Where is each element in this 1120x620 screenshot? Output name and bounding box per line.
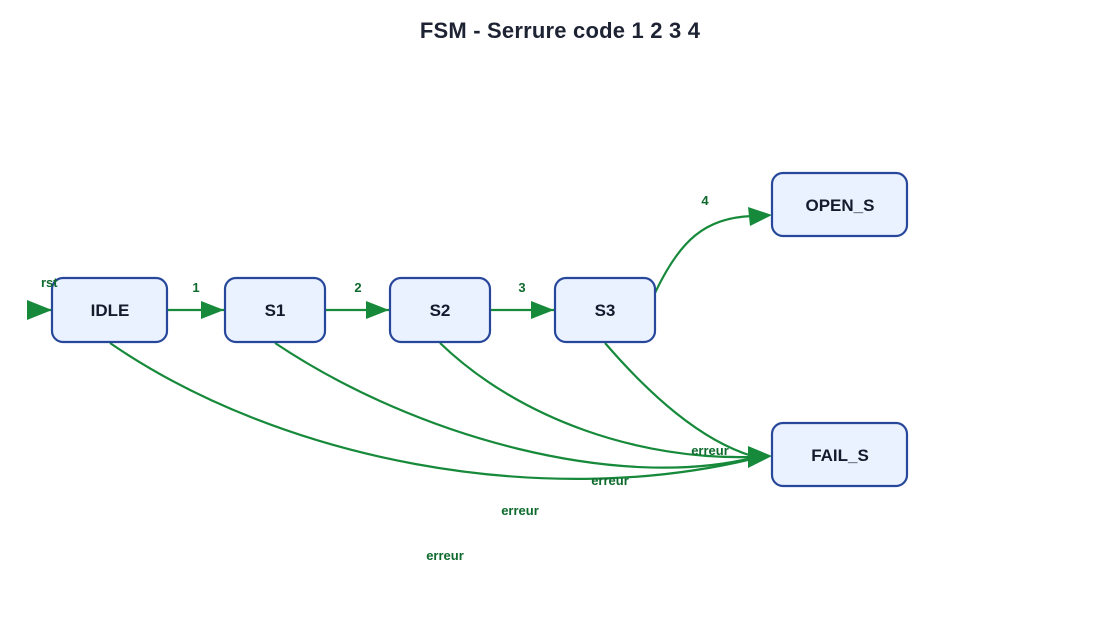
edge-idle-to-fail: [109, 342, 753, 480]
label-s1-s2: 2: [354, 280, 361, 295]
label-idle-fail: erreur: [426, 548, 464, 563]
state-s3-label: S3: [595, 301, 616, 320]
arrowhead-idle-s1: [201, 301, 224, 319]
edge-s3-to-fail: [604, 342, 753, 458]
state-open: OPEN_S: [770, 171, 909, 238]
state-s1-label: S1: [265, 301, 286, 320]
diagram-title: FSM - Serrure code 1 2 3 4: [419, 18, 701, 43]
state-s2-label: S2: [430, 301, 451, 320]
edge-s3-to-open: [654, 214, 753, 294]
label-s3-fail: erreur: [691, 443, 729, 458]
arrowhead-s3-open: [748, 207, 772, 226]
label-s2-s3: 3: [518, 280, 525, 295]
state-fail-label: FAIL_S: [811, 446, 869, 465]
state-s1: S1: [223, 276, 327, 344]
state-fail: FAIL_S: [770, 421, 909, 488]
label-s1-fail: erreur: [501, 503, 539, 518]
label-s3-open: 4: [701, 193, 709, 208]
arrowhead-s2-s3: [531, 301, 554, 319]
label-idle-s1: 1: [192, 280, 199, 295]
state-idle-label: IDLE: [91, 301, 130, 320]
state-idle: IDLE: [50, 276, 169, 344]
state-s2: S2: [388, 276, 492, 344]
reset-arrowhead: [27, 300, 52, 320]
label-s2-fail: erreur: [591, 473, 629, 488]
arrowhead-s1-s2: [366, 301, 389, 319]
edge-s1-to-fail: [274, 342, 753, 469]
state-open-label: OPEN_S: [806, 196, 875, 215]
label-reset: rst: [41, 275, 58, 290]
state-s3: S3: [553, 276, 657, 344]
edge-s2-to-fail: [439, 342, 753, 459]
arrowhead-to-fail: [748, 446, 772, 468]
